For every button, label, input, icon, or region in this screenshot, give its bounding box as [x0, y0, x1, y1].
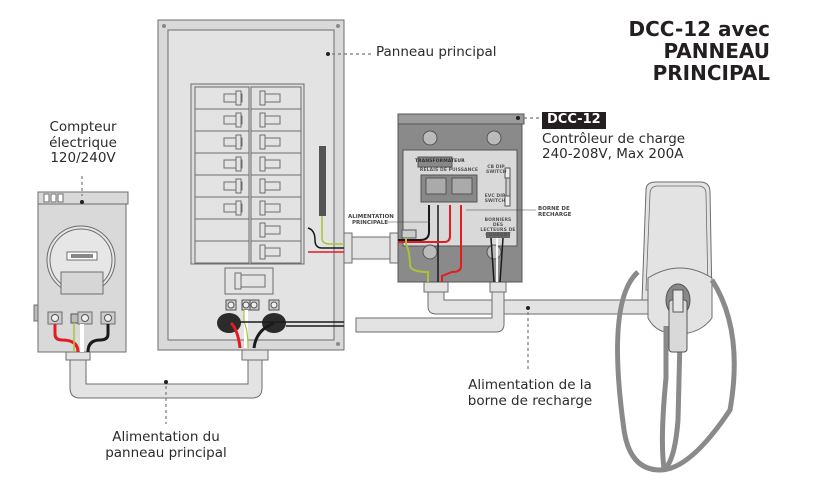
breaker-toggle: [259, 134, 266, 150]
panel-feed-label: Alimentation du panneau principal: [86, 429, 246, 461]
charger-feed-line-2: borne de recharge: [467, 392, 593, 409]
current-terminals-label: BORNIERS DES LECTEURS DE COURANT: [480, 218, 516, 238]
main-supply-label: ALIMENTATION PRINCIPALE: [348, 214, 394, 227]
title-line-1: DCC-12 avec: [628, 17, 770, 41]
meter-label-line-2: électrique: [49, 134, 117, 151]
breaker-slot: [194, 218, 250, 242]
breaker-handle: [223, 115, 243, 125]
main-breaker: [224, 267, 274, 295]
neutral-bar: [319, 146, 326, 216]
dcc12-label: DCC-12 Contrôleur de charge 240-208V, Ma…: [542, 112, 685, 163]
ev-charger: [615, 181, 737, 473]
breaker-toggle: [235, 156, 242, 172]
meter-label: Compteur électrique 120/240V: [28, 119, 138, 167]
breaker-toggle: [259, 244, 266, 260]
transformer-label: TRANSFORMATEUR: [415, 159, 465, 164]
breaker-rows: [194, 86, 302, 264]
meter-black-wire: [86, 324, 110, 353]
meter-hot-wire: [53, 324, 80, 353]
breaker-toggle: [235, 112, 242, 128]
panel-feed-line-1: Alimentation du: [112, 429, 220, 445]
dcc12-badge: DCC-12: [542, 112, 606, 129]
meter-label-line-1: Compteur: [49, 119, 117, 135]
charger-terminal-label: BORNE DE RECHARGE: [538, 206, 572, 219]
panel-ground-wire: [321, 216, 344, 245]
conduit-panel-feed: [65, 347, 269, 399]
breaker-toggle: [259, 200, 266, 216]
breaker-toggle: [259, 112, 266, 128]
panel-lugs: [217, 299, 344, 349]
breaker-toggle: [235, 134, 242, 150]
cb-dip-label: CB DIP SWITCH: [486, 165, 507, 175]
breaker-toggle: [259, 178, 266, 194]
title-line-2: PANNEAU: [663, 39, 770, 63]
breaker-handle: [223, 159, 243, 169]
panel-feed-line-2: panneau principal: [105, 444, 227, 461]
conduit-charger-feed: [355, 281, 651, 333]
dcc12-line-2: 240-208V, Max 200A: [542, 146, 684, 163]
breaker-handle: [223, 203, 243, 213]
power-relay-label: RELAIS DE PUISSANCE: [419, 168, 479, 173]
conduit-panel-to-controller: [343, 232, 401, 264]
diagram-title: DCC-12 avec PANNEAU PRINCIPAL: [629, 18, 770, 84]
main-panel-label: Panneau principal: [376, 44, 497, 60]
breaker-toggle: [235, 178, 242, 194]
panel-black-wire: [307, 227, 344, 249]
meter-label-line-3: 120/240V: [50, 150, 116, 167]
breaker-handle: [223, 137, 243, 147]
leader-lines: [81, 52, 540, 424]
breaker-slot: [194, 240, 250, 264]
breaker-toggle: [235, 90, 242, 106]
breaker-toggle: [259, 90, 266, 106]
dcc12-controller: [386, 113, 536, 283]
breaker-handle: [223, 93, 243, 103]
evc-dip-label: EVC DIP SWITCH: [484, 194, 506, 204]
title-line-3: PRINCIPAL: [652, 61, 770, 85]
charger-feed-line-1: Alimentation de la: [468, 377, 592, 393]
breaker-toggle: [235, 200, 242, 216]
breaker-toggle: [259, 156, 266, 172]
electric-meter: [33, 191, 129, 353]
breaker-toggle: [259, 222, 266, 238]
breaker-handle: [223, 181, 243, 191]
charger-feed-label: Alimentation de la borne de recharge: [450, 377, 610, 409]
dcc12-line-1: Contrôleur de charge: [542, 130, 686, 147]
